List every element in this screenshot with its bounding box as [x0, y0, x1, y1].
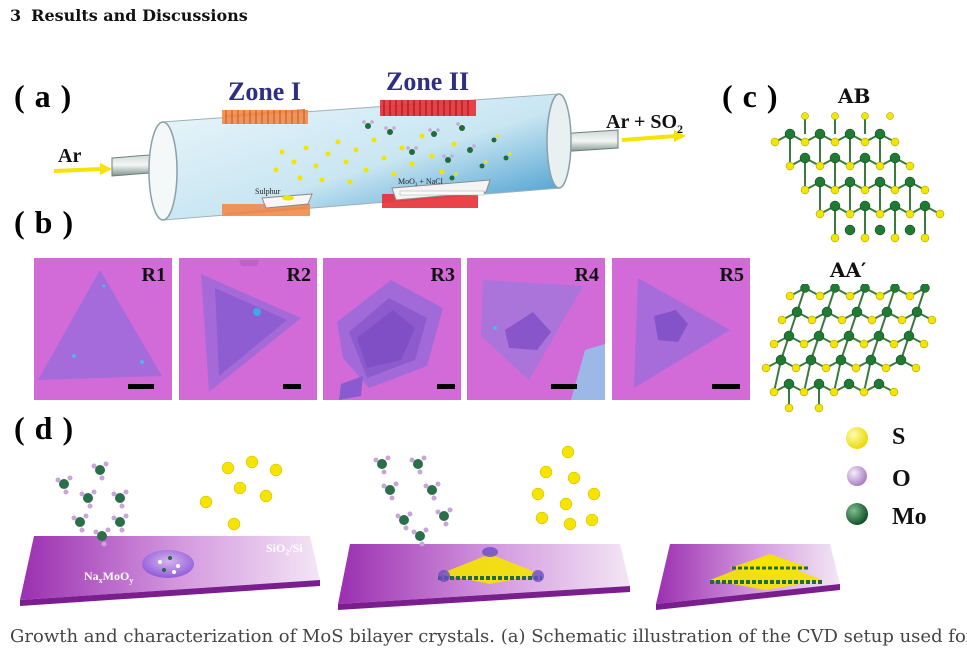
legend-s: S [892, 424, 905, 451]
section-title: Results and Discussions [31, 6, 248, 25]
inlet-label: Ar [58, 145, 81, 167]
cvd-furnace-schematic: Zone I Zone II Sulphur MoO3 + NaCl Ar Ar… [50, 70, 720, 230]
ab-lattice [760, 110, 950, 250]
moo3-molecules-step2 [374, 456, 453, 547]
micrograph-label: R2 [287, 264, 311, 287]
section-heading: 3 Results and Discussions [10, 6, 248, 25]
scale-bar [437, 384, 455, 389]
micrograph-label: R1 [142, 264, 166, 287]
sulfur-atom-icon [846, 427, 868, 449]
scale-bar [283, 384, 301, 389]
legend-mo: Mo [892, 504, 927, 531]
aa-prime-lattice [760, 284, 950, 414]
micrograph-r3: R3 [323, 258, 461, 400]
growth-mechanism-schematic: SiO2/Si NaxMoOy [20, 440, 840, 620]
stacking-ab-label: AB [838, 84, 870, 108]
zone1-label: Zone I [228, 77, 301, 106]
micrograph-r4: R4 [467, 258, 605, 400]
micrograph-r5: R5 [612, 258, 750, 400]
scale-bar [712, 384, 740, 389]
micrograph-label: R3 [431, 264, 455, 287]
micrograph-r2: R2 [179, 258, 317, 400]
boat1-label: Sulphur [255, 187, 281, 196]
molybdenum-atom-icon [846, 503, 868, 525]
scale-bar [551, 384, 577, 389]
micrograph-label: R5 [720, 264, 744, 287]
oxygen-atom-icon [847, 466, 867, 486]
droplet [142, 550, 194, 578]
outlet-label: Ar + SO2 [606, 111, 683, 136]
micrograph-r1: R1 [34, 258, 172, 400]
sulfur-atoms-step1 [200, 456, 282, 530]
scale-bar [128, 384, 154, 389]
micrograph-label: R4 [575, 264, 599, 287]
stacking-aa-label: AA′ [830, 258, 866, 282]
droplet-label: NaxMoOy [84, 569, 133, 585]
legend-swatches [842, 424, 872, 534]
legend-o: O [892, 466, 911, 493]
substrate-label: SiO2/Si [266, 541, 303, 557]
figure-caption: Growth and characterization of MoS bilay… [10, 626, 967, 647]
section-number: 3 [10, 6, 21, 25]
sulfur-atoms-step2 [532, 446, 600, 530]
zone2-label: Zone II [386, 70, 469, 96]
moo3-molecules-step1 [56, 462, 129, 547]
